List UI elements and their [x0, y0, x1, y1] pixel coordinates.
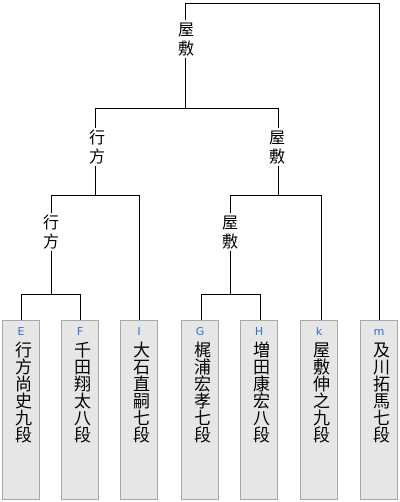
player-box-i: I 大石直嗣七段 — [120, 320, 158, 500]
seed-label: I — [137, 325, 141, 338]
player-box-m: m 及川拓馬七段 — [360, 320, 398, 500]
player-name: 増田康宏八段 — [249, 341, 269, 443]
seed-label: H — [254, 325, 264, 338]
seed-label: m — [373, 325, 385, 338]
seed-label: E — [17, 325, 25, 338]
line-efi — [51, 195, 140, 320]
seed-label: G — [195, 325, 205, 338]
line-semi — [95, 108, 279, 196]
player-name: 大石直嗣七段 — [129, 341, 149, 443]
winner-final: 屋敷 — [177, 20, 195, 58]
player-box-f: F 千田翔太八段 — [61, 320, 99, 500]
player-box-h: H 増田康宏八段 — [240, 320, 278, 500]
winner-semi-right: 屋敷 — [268, 128, 286, 166]
player-name: 屋敷伸之九段 — [309, 341, 329, 443]
winner-ghk: 屋敷 — [221, 213, 239, 251]
line-gh — [201, 294, 261, 320]
winner-efi: 行方 — [42, 213, 60, 251]
winner-semi-left: 行方 — [88, 128, 106, 166]
player-name: 行方尚史九段 — [11, 341, 31, 443]
player-name: 梶浦宏孝七段 — [190, 341, 210, 443]
player-name: 千田翔太八段 — [70, 341, 90, 443]
line-ef — [21, 294, 81, 320]
player-box-k: k 屋敷伸之九段 — [300, 320, 338, 500]
player-box-g: G 梶浦宏孝七段 — [181, 320, 219, 500]
seed-label: k — [315, 325, 323, 338]
seed-label: F — [76, 325, 84, 338]
player-box-e: E 行方尚史九段 — [2, 320, 40, 500]
line-ghk — [230, 195, 322, 320]
player-name: 及川拓馬七段 — [369, 341, 389, 443]
